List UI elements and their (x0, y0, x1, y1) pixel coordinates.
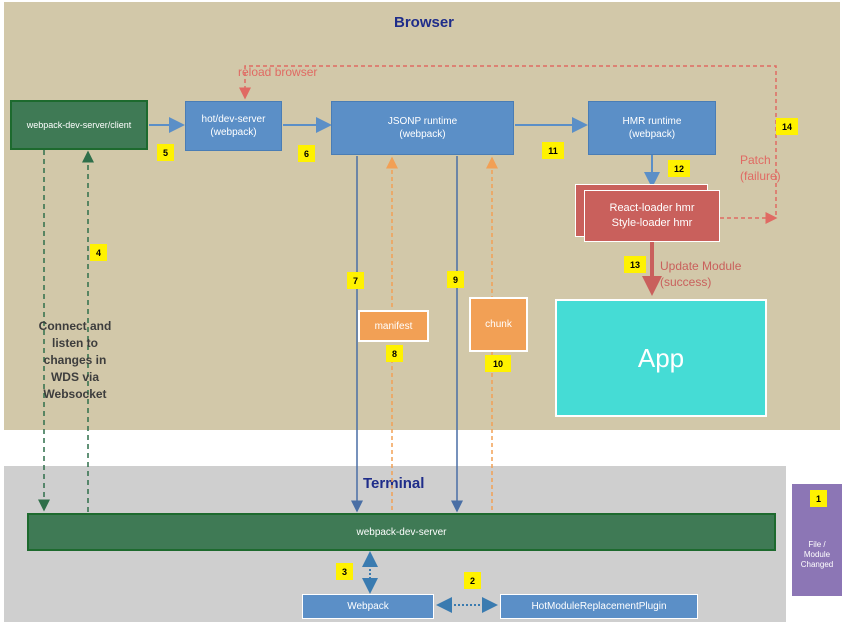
chunk-box: chunk (469, 297, 528, 352)
step-badge-11: 11 (542, 142, 564, 159)
wds-client-box: webpack-dev-server/client (10, 100, 148, 150)
step-badge-12: 12 (668, 160, 690, 177)
browser-title: Browser (394, 14, 455, 31)
step-badge-1: 1 (810, 490, 827, 507)
webpack-dev-server-box: webpack-dev-server (27, 513, 776, 551)
app-box: App (555, 299, 767, 417)
webpack-box: Webpack (302, 594, 434, 619)
jsonp-runtime-box: JSONP runtime (webpack) (331, 101, 514, 155)
terminal-title: Terminal (363, 475, 425, 492)
connect-listen-label: Connect and listen to changes in WDS via… (38, 319, 112, 401)
step-badge-7: 7 (347, 272, 364, 289)
patch-failure-label: Patch (failure) (740, 153, 781, 183)
step-badge-4: 4 (90, 244, 107, 261)
step-badge-13: 13 (624, 256, 646, 273)
step-badge-9: 9 (447, 271, 464, 288)
arrow-reload-browser (239, 65, 777, 215)
step-badge-5: 5 (157, 144, 174, 161)
hot-dev-server-box: hot/dev-server (webpack) (185, 101, 282, 151)
step-badge-14: 14 (776, 118, 798, 135)
step-badge-6: 6 (298, 145, 315, 162)
reload-browser-label: reload browser (238, 65, 318, 79)
hmr-runtime-box: HMR runtime (webpack) (588, 101, 716, 155)
step-badge-10: 10 (485, 355, 511, 372)
hmr-plugin-box: HotModuleReplacementPlugin (500, 594, 698, 619)
step-badge-3: 3 (336, 563, 353, 580)
manifest-box: manifest (358, 310, 429, 342)
step-badge-2: 2 (464, 572, 481, 589)
loaders-box: React-loader hmr Style-loader hmr (584, 190, 720, 242)
step-badge-8: 8 (386, 345, 403, 362)
update-module-label: Update Module (success) (660, 259, 742, 289)
